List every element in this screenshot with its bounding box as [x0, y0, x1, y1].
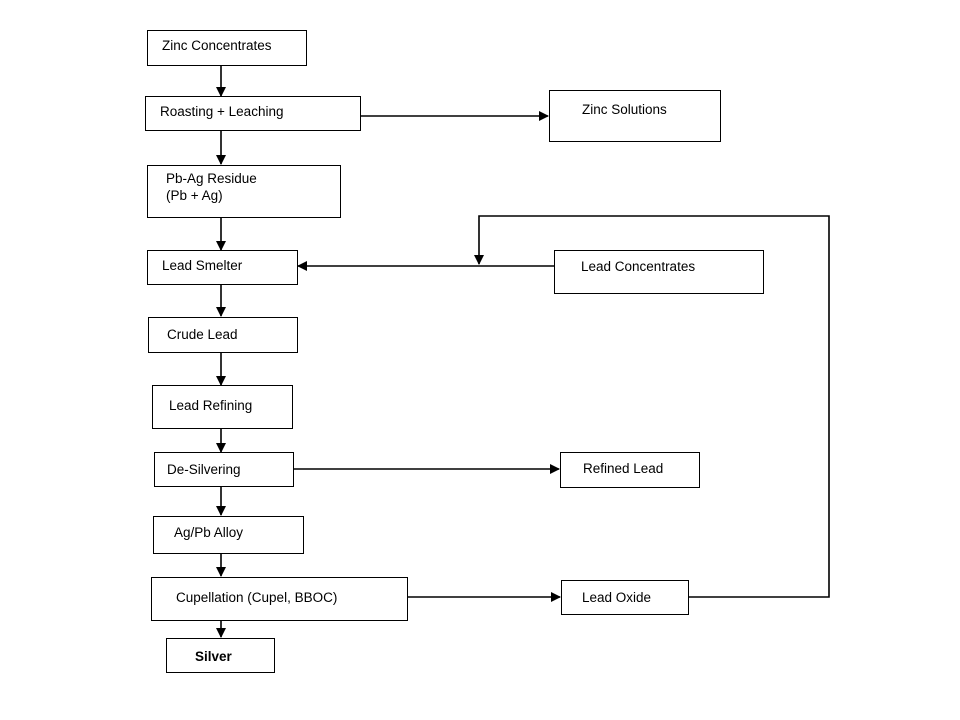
node-cupellation: Cupellation (Cupel, BBOC) [151, 577, 408, 621]
node-label: Zinc Concentrates [162, 38, 272, 53]
node-label: Silver [195, 649, 232, 664]
node-roasting-leaching: Roasting + Leaching [145, 96, 361, 131]
node-label: Refined Lead [583, 461, 664, 476]
node-label: Lead Concentrates [581, 259, 696, 274]
node-label: Roasting + Leaching [160, 104, 284, 119]
node-label-line1: Pb-Ag Residue [166, 171, 257, 186]
node-ag-pb-alloy: Ag/Pb Alloy [153, 516, 304, 554]
node-lead-oxide: Lead Oxide [561, 580, 689, 615]
node-label: De-Silvering [167, 462, 241, 477]
node-refined-lead: Refined Lead [560, 452, 700, 488]
node-label: Cupellation (Cupel, BBOC) [176, 590, 338, 605]
node-zinc-concentrates: Zinc Concentrates [147, 30, 307, 66]
node-label: Lead Smelter [162, 258, 243, 273]
node-label: Ag/Pb Alloy [174, 525, 244, 540]
node-label: Lead Oxide [582, 590, 652, 605]
node-silver: Silver [166, 638, 275, 673]
node-crude-lead: Crude Lead [148, 317, 298, 353]
node-lead-concentrates: Lead Concentrates [554, 250, 764, 294]
node-pb-ag-residue: Pb-Ag Residue (Pb + Ag) [147, 165, 341, 218]
node-label: Crude Lead [167, 327, 238, 342]
node-zinc-solutions: Zinc Solutions [549, 90, 721, 142]
node-de-silvering: De-Silvering [154, 452, 294, 487]
node-lead-refining: Lead Refining [152, 385, 293, 429]
node-label: Zinc Solutions [582, 102, 667, 117]
node-label: Lead Refining [169, 398, 253, 413]
edge-lead-oxide-recycle [474, 215, 830, 598]
node-label-line2: (Pb + Ag) [166, 188, 223, 203]
node-lead-smelter: Lead Smelter [147, 250, 298, 285]
